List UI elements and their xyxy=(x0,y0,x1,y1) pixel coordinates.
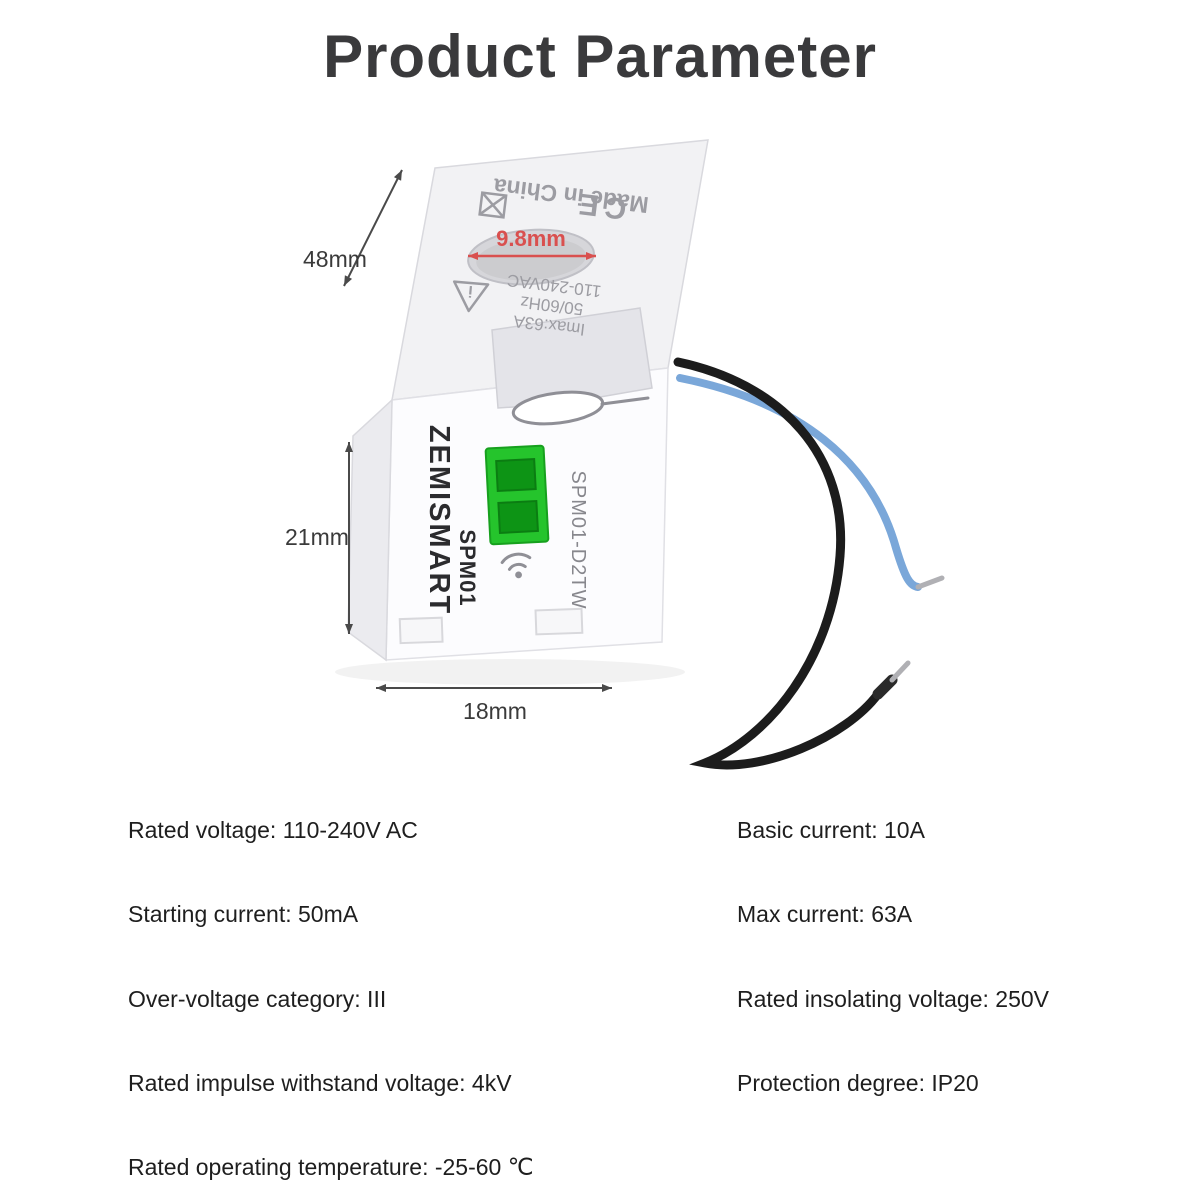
device-body: Made in China CE i 110-240VAC 50/60Hz Im… xyxy=(347,139,709,662)
wire-blue xyxy=(676,374,922,591)
spec-rated-voltage: Rated voltage: 110-240V AC xyxy=(128,817,418,843)
spec-impulse-withstand-voltage: Rated impulse withstand voltage: 4kV xyxy=(128,1070,512,1096)
dim-arrow-48mm xyxy=(343,169,403,287)
wifi-icon xyxy=(500,552,532,579)
spec-insolating-voltage: Rated insolating voltage: 250V xyxy=(737,986,1049,1012)
spec-basic-current: Basic current: 10A xyxy=(737,817,925,843)
clamp-lever-line xyxy=(600,396,650,406)
svg-text:i: i xyxy=(468,282,474,299)
dim-label-48mm: 48mm xyxy=(303,246,367,272)
spec-operating-temperature: Rated operating temperature: -25-60 ℃ xyxy=(128,1154,534,1180)
weee-icon xyxy=(478,191,508,219)
ce-mark: CE xyxy=(571,186,628,225)
page-title: Product Parameter xyxy=(323,23,877,90)
spec-protection-degree: Protection degree: IP20 xyxy=(737,1070,979,1096)
clamp-slot xyxy=(491,307,653,409)
wire-black-ferrule xyxy=(889,660,911,683)
warning-icon: i xyxy=(452,280,490,313)
dim-label-18mm: 18mm xyxy=(463,698,527,724)
brand-text: ZEMISMART xyxy=(423,425,455,615)
dim-label-21mm: 21mm xyxy=(285,524,349,550)
wire-black xyxy=(673,357,883,770)
device-shadow xyxy=(335,659,685,685)
terminal-block xyxy=(484,444,550,546)
dimension-arrows xyxy=(343,169,612,692)
wire-black-connector xyxy=(872,674,898,700)
spec-overvoltage-category: Over-voltage category: III xyxy=(128,986,387,1012)
wire-blue-ferrule xyxy=(915,575,945,590)
wires xyxy=(673,357,945,770)
model-text: SPM01 xyxy=(455,529,480,606)
device-left-face xyxy=(347,398,393,662)
spec-max-current: Max current: 63A xyxy=(737,901,913,927)
variant-text: SPM01-D2TW xyxy=(567,471,589,610)
dim-label-hole-diameter: 9.8mm xyxy=(496,226,566,251)
bottom-slot-right xyxy=(534,607,584,636)
spec-starting-current: Starting current: 50mA xyxy=(128,901,359,927)
bottom-slot-left xyxy=(398,616,444,645)
